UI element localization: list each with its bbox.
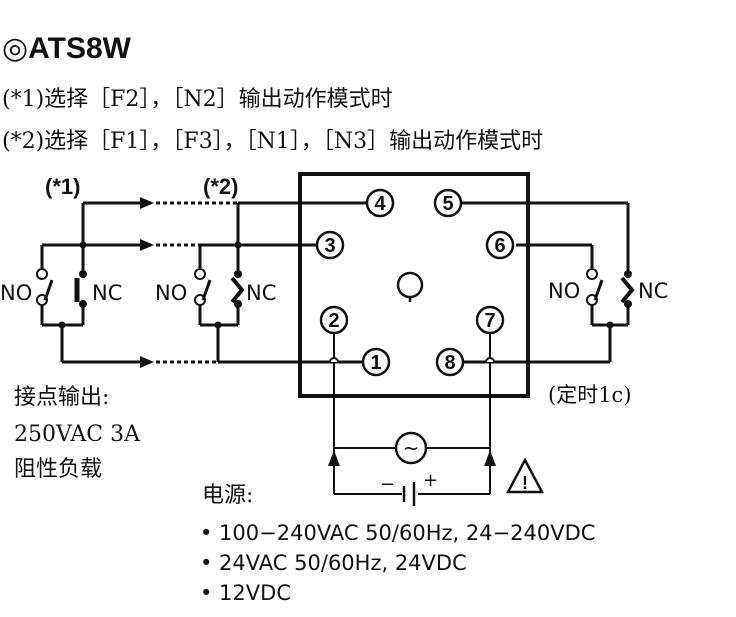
svg-text:3: 3 [324,235,335,257]
svg-text:2: 2 [328,310,339,332]
svg-text:7: 7 [484,310,495,332]
ac-source-icon: ~ [394,431,428,465]
svg-text:1: 1 [370,352,381,374]
power-item-1: • 100−240VAC 50/60Hz, 24−240VDC [200,521,595,545]
output-rating: 250VAC 3A [14,422,141,447]
tag-star2: (*2) [203,174,238,199]
dc-plus-sign: + [423,470,438,491]
pin-1: 1 [361,347,391,377]
power-item-2: • 24VAC 50/60Hz, 24VDC [200,551,467,575]
svg-text:8: 8 [444,352,455,374]
pin-5: 5 [433,188,463,218]
svg-text:~: ~ [403,436,420,460]
contact-group-star1 [36,203,87,362]
timer-body [298,172,530,398]
output-label: 接点输出: [14,385,109,410]
label-nc-1: NC [92,281,122,305]
model-title: ◎ATS8W [2,32,132,65]
label-nc-3: NC [638,279,668,303]
label-nc-2: NC [246,281,276,305]
label-no-3: NO [548,279,580,303]
pin-4: 4 [365,188,395,218]
pin-7: 7 [475,305,505,335]
contact-group-star2 [194,203,245,362]
svg-text:4: 4 [374,193,386,215]
contact-group-timer [462,201,635,364]
svg-text:!: ! [522,473,528,493]
timer-label: (定时1c) [548,383,632,407]
pin-3: 3 [315,230,345,260]
output-load: 阻性负载 [14,457,102,482]
svg-text:5: 5 [442,193,453,215]
label-no-1: NO [0,281,32,305]
power-wiring [328,333,496,506]
pin-2: 2 [319,305,349,335]
note-star2: (*2)选择［F1］，［F3］，［N1］，［N3］输出动作模式时 [2,129,543,154]
label-no-2: NO [155,281,187,305]
pin-6: 6 [485,230,515,260]
note-star1: (*1)选择［F2］，［N2］输出动作模式时 [2,87,393,112]
dc-minus-sign: − [380,474,395,495]
pin-8: 8 [435,347,465,377]
tag-star1: (*1) [45,174,80,199]
svg-text:6: 6 [494,235,505,257]
power-heading: 电源: [202,483,253,508]
power-item-3: • 12VDC [200,581,291,605]
warning-icon: ! [505,457,545,494]
keyway-icon [396,271,424,302]
